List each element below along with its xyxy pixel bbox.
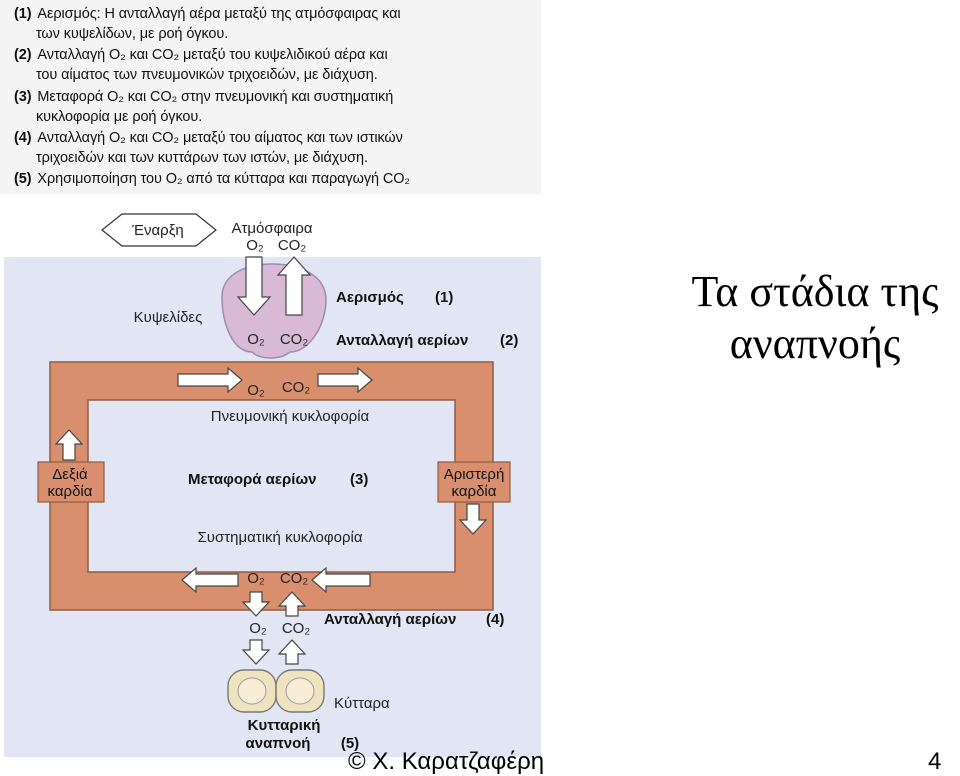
atm-o2-label: O₂ — [246, 237, 264, 254]
gas-exchange-label-1: Ανταλλαγή αερίων — [336, 332, 468, 349]
copyright-credit: © Χ. Καρατζαφέρη — [348, 748, 545, 775]
tissue-co2-label: CO₂ — [282, 620, 311, 637]
legend-item-2: (2)Ανταλλαγή O₂ και CO₂ μεταξύ του κυψελ… — [14, 47, 388, 63]
page-number: 4 — [928, 748, 942, 775]
legend-item-1-cont: των κυψελίδων, με ροή όγκου. — [36, 26, 229, 42]
gas-exchange-num-1: (2) — [500, 332, 518, 349]
legend-item-1: (1)Αερισμός: Η ανταλλαγή αέρα μεταξύ της… — [14, 6, 401, 22]
start-label: Έναρξη — [131, 222, 184, 239]
o2-down-arrow-3 — [241, 639, 271, 665]
loop-co2-label-bottom: CO₂ — [280, 570, 309, 587]
alv-co2-label: CO₂ — [280, 331, 309, 348]
co2-up-arrow-3 — [277, 639, 307, 665]
alv-o2-label: O₂ — [247, 331, 265, 348]
tissue-o2-label: O₂ — [249, 620, 267, 637]
legend-item-2-cont: του αίματος των πνευμονικών τριχοειδών, … — [36, 67, 378, 83]
gas-exchange-num-2: (4) — [486, 611, 504, 628]
legend-item-3-cont: κυκλοφορία με ροή όγκου. — [36, 109, 203, 125]
systemic-flow-arrow-left — [181, 566, 239, 594]
left-heart-label-2: καρδία — [452, 483, 497, 500]
systemic-label: Συστηματική κυκλοφορία — [197, 529, 362, 546]
loop-o2-label-bottom: O₂ — [247, 570, 265, 587]
start-diamond — [101, 213, 217, 247]
right-heart-box — [37, 461, 105, 503]
slide-title: Τα στάδια της αναπνοής — [640, 266, 960, 370]
ventilation-label: Αερισμός — [336, 289, 404, 306]
pulmonary-flow-arrow-left — [177, 366, 243, 394]
gas-exchange-label-2: Ανταλλαγή αερίων — [324, 611, 456, 628]
left-heart-down-arrow — [458, 503, 488, 535]
loop-co2-label-top: CO₂ — [282, 379, 311, 396]
o2-down-arrow-1 — [236, 256, 272, 316]
transport-num: (3) — [350, 471, 368, 488]
ventilation-num: (1) — [435, 289, 453, 306]
left-heart-box — [437, 461, 511, 503]
atmosphere-label: Ατμόσφαιρα — [231, 220, 312, 237]
left-heart-label-1: Αριστερή — [444, 466, 505, 483]
cellular-respiration-num: (5) — [341, 735, 359, 752]
alveoli-label: Κυψελίδες — [134, 309, 203, 326]
legend-panel: (1)Αερισμός: Η ανταλλαγή αέρα μεταξύ της… — [0, 0, 541, 194]
systemic-flow-arrow-right — [311, 566, 371, 594]
slide-title-line-1: Τα στάδια της — [691, 267, 939, 316]
cell-left-nucleus — [237, 677, 267, 705]
co2-up-arrow-1 — [276, 256, 312, 316]
legend-item-4: (4)Ανταλλαγή O₂ και CO₂ μεταξύ του αίματ… — [14, 130, 403, 146]
legend-item-5: (5)Χρησιμοποίηση του O₂ από τα κύτταρα κ… — [14, 171, 410, 187]
o2-down-arrow-2 — [241, 591, 271, 617]
right-heart-label-1: Δεξιά — [52, 466, 88, 483]
legend-item-4-cont: τριχοειδών και των κυττάρων των ιστών, μ… — [36, 150, 368, 166]
pulmonary-flow-arrow-right — [317, 366, 373, 394]
respiration-diagram: Έναρξη Ατμόσφαιρα O₂ CO₂ Κυψελίδες O₂ CO… — [0, 202, 541, 762]
cells-label: Κύτταρα — [334, 695, 390, 712]
circulation-loop — [49, 361, 494, 611]
transport-label: Μεταφορά αερίων — [188, 471, 316, 488]
atm-co2-label: CO₂ — [278, 237, 307, 254]
slide-title-line-2: αναπνοής — [729, 319, 901, 368]
right-heart-label-2: καρδία — [48, 483, 93, 500]
cellular-respiration-label-1: Κυτταρική — [248, 717, 321, 734]
loop-o2-label-top: O₂ — [247, 382, 265, 399]
pulmonary-label: Πνευμονική κυκλοφορία — [211, 408, 370, 425]
co2-up-arrow-2 — [277, 591, 307, 617]
right-heart-up-arrow — [54, 429, 84, 461]
cellular-respiration-label-2: αναπνοή — [246, 735, 311, 752]
cell-right-nucleus — [285, 677, 315, 705]
diagram-svg: Έναρξη Ατμόσφαιρα O₂ CO₂ Κυψελίδες O₂ CO… — [4, 213, 541, 757]
legend-item-3: (3)Μεταφορά O₂ και CO₂ στην πνευμονική κ… — [14, 89, 394, 105]
